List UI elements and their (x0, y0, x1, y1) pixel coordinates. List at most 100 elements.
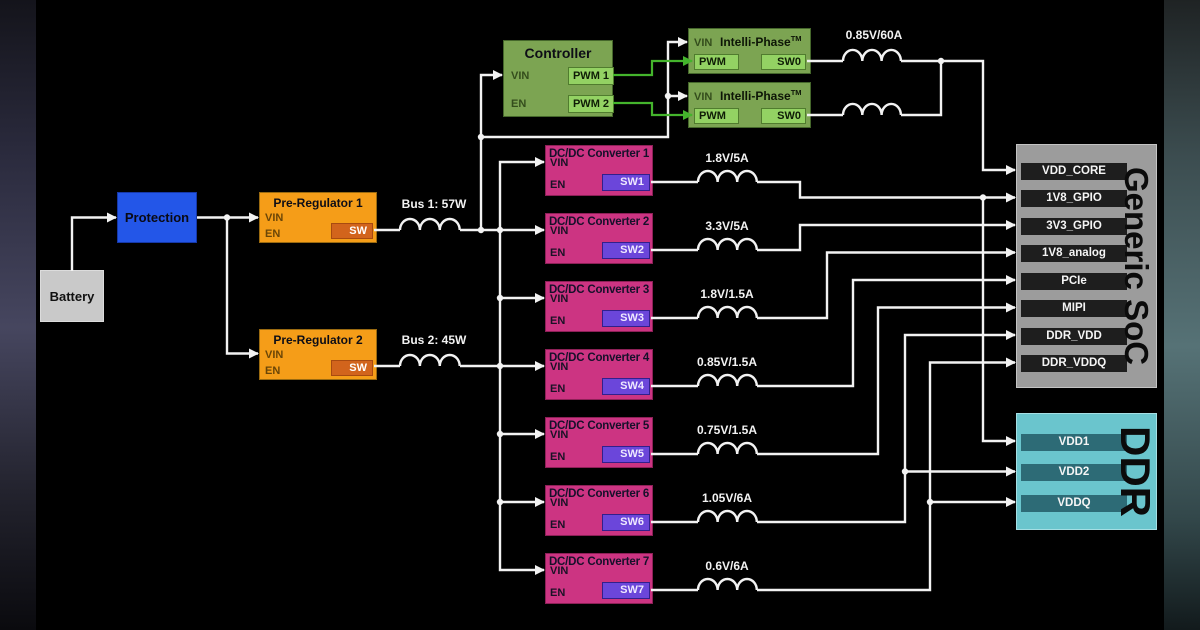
pre-regulator-2-vin-pin: VIN (265, 349, 284, 361)
intelli-phase-2-title: Intelli-PhaseTM (720, 88, 802, 103)
converter-3-output-label: 1.8V/1.5A (700, 287, 754, 301)
ddr-rail-vdd2: VDD2 (1021, 464, 1127, 481)
dcdc-converter-2-block: DC/DC Converter 2 VIN EN SW2 (545, 213, 653, 264)
inductor-phase1 (841, 48, 903, 62)
dcdc-converter-2-sw-pin: SW2 (602, 242, 650, 259)
dcdc-converter-4-sw-pin: SW4 (602, 378, 650, 395)
controller-vin-pin: VIN (511, 70, 530, 82)
pre-regulator-1-sw-pin: SW (331, 223, 373, 239)
soc-rail-vdd-core: VDD_CORE (1021, 162, 1127, 180)
dcdc-converter-5-block: DC/DC Converter 5 VIN EN SW5 (545, 417, 653, 468)
converter-5-output-label: 0.75V/1.5A (696, 423, 758, 437)
dcdc-converter-4-vin-pin: VIN (550, 361, 569, 373)
inductor-bus2 (398, 353, 461, 367)
soc-rail-pcie: PCIe (1021, 272, 1127, 290)
generic-soc-title: Generic SoC (1118, 166, 1155, 366)
dcdc-converter-6-en-pin: EN (550, 519, 566, 531)
battery-label: Battery (49, 288, 95, 304)
dcdc-converter-4-block: DC/DC Converter 4 VIN EN SW4 (545, 349, 653, 400)
soc-rail-1v8-gpio: 1V8_GPIO (1021, 190, 1127, 207)
dcdc-converter-3-vin-pin: VIN (550, 293, 569, 305)
intelli-phase-2-sw0-pin: SW0 (761, 108, 806, 124)
soc-rail-1v8-analog: 1V8_analog (1021, 245, 1127, 262)
converter-2-output-label: 3.3V/5A (705, 219, 749, 233)
dcdc-converter-2-vin-pin: VIN (550, 225, 569, 237)
soc-rail-3v3-gpio: 3V3_GPIO (1021, 217, 1127, 235)
intelli-phase-1-pwm-pin: PWM (694, 54, 739, 70)
converter-6-output-label: 1.05V/6A (701, 491, 753, 505)
inductor-phase2 (841, 102, 903, 116)
protection-block: Protection (117, 192, 197, 243)
pre-regulator-2-sw-pin: SW (331, 360, 373, 376)
battery-block: Battery (40, 270, 104, 322)
pre-regulator-1-en-pin: EN (265, 228, 281, 240)
dcdc-converter-5-vin-pin: VIN (550, 429, 569, 441)
controller-pwm1-pin: PWM 1 (568, 67, 614, 85)
pre-regulator-2-block: Pre-Regulator 2 VIN EN SW (259, 329, 377, 380)
intelli-phase-2-vin-pin: VIN (694, 91, 713, 103)
power-wires (70, 37, 1016, 592)
inductor-bus1 (398, 217, 461, 231)
pre-regulator-2-en-pin: EN (265, 365, 281, 377)
dcdc-converter-4-en-pin: EN (550, 383, 566, 395)
dcdc-converter-3-block: DC/DC Converter 3 VIN EN SW3 (545, 281, 653, 332)
dcdc-converter-6-vin-pin: VIN (550, 497, 569, 509)
intelli-phase-2-pwm-pin: PWM (694, 108, 739, 124)
ddr-title: DDR (1112, 426, 1159, 517)
dcdc-converter-1-block: DC/DC Converter 1 VIN EN SW1 (545, 145, 653, 196)
generic-soc-block: VDD_CORE 1V8_GPIO 3V3_GPIO 1V8_analog PC… (1016, 144, 1157, 388)
pwm-wires (613, 56, 693, 120)
controller-en-pin: EN (511, 98, 527, 110)
bus2-power-label: Bus 2: 45W (401, 333, 467, 347)
inductor-converter-7 (696, 577, 758, 591)
intelli-phase-1-vin-pin: VIN (694, 37, 713, 49)
dcdc-converter-7-title: DC/DC Converter 7 (548, 556, 650, 568)
inductor-converter-1 (696, 169, 758, 183)
intelli-phase-2-block: VIN Intelli-PhaseTM PWM SW0 (688, 82, 811, 128)
dcdc-converter-3-sw-pin: SW3 (602, 310, 650, 327)
inductor-converter-6 (696, 509, 758, 523)
ddr-rail-vdd1: VDD1 (1021, 433, 1127, 451)
dcdc-converter-1-sw-pin: SW1 (602, 174, 650, 191)
dcdc-converter-6-block: DC/DC Converter 6 VIN EN SW6 (545, 485, 653, 536)
pre-regulator-1-block: Pre-Regulator 1 VIN EN SW (259, 192, 377, 243)
soc-rail-ddr-vddq: DDR_VDDQ (1021, 355, 1127, 372)
dcdc-converter-6-title: DC/DC Converter 6 (548, 488, 650, 500)
ddr-rail-vddq: VDDQ (1021, 494, 1127, 512)
intelli-phase-1-sw0-pin: SW0 (761, 54, 806, 70)
dcdc-converter-7-vin-pin: VIN (550, 565, 569, 577)
dcdc-converter-7-sw-pin: SW7 (602, 582, 650, 599)
dcdc-converter-7-block: DC/DC Converter 7 VIN EN SW7 (545, 553, 653, 604)
intelli-phase-1-title: Intelli-PhaseTM (720, 34, 802, 49)
pre-regulator-1-title: Pre-Regulator 1 (273, 196, 363, 210)
converter-4-output-label: 0.85V/1.5A (696, 355, 758, 369)
pre-regulator-1-vin-pin: VIN (265, 212, 284, 224)
dcdc-converter-5-sw-pin: SW5 (602, 446, 650, 463)
background-gradient-right (1164, 0, 1200, 630)
dcdc-converter-2-title: DC/DC Converter 2 (548, 216, 650, 228)
dcdc-converter-1-en-pin: EN (550, 179, 566, 191)
background-gradient-left (0, 0, 36, 630)
soc-rail-ddr-vdd: DDR_VDD (1021, 327, 1127, 345)
controller-block: Controller VIN EN PWM 1 PWM 2 (503, 40, 614, 117)
pre-regulator-2-title: Pre-Regulator 2 (273, 333, 363, 347)
inductor-converter-5 (696, 441, 758, 455)
inductor-converter-3 (696, 305, 758, 319)
ddr-block: VDD1 VDD2 VDDQ DDR (1016, 413, 1159, 530)
phase-output-label: 0.85V/60A (845, 28, 903, 42)
dcdc-converter-1-title: DC/DC Converter 1 (548, 148, 650, 160)
converter-1-output-label: 1.8V/5A (705, 151, 749, 165)
dcdc-converter-6-sw-pin: SW6 (602, 514, 650, 531)
dcdc-converter-5-en-pin: EN (550, 451, 566, 463)
controller-title: Controller (524, 45, 592, 61)
inductor-converter-2 (696, 237, 758, 251)
intelli-phase-1-block: VIN Intelli-PhaseTM PWM SW0 (688, 28, 811, 74)
dcdc-converter-3-en-pin: EN (550, 315, 566, 327)
dcdc-converter-3-title: DC/DC Converter 3 (548, 284, 650, 296)
soc-rail-mipi: MIPI (1021, 300, 1127, 317)
converter-7-output-label: 0.6V/6A (705, 559, 749, 573)
dcdc-converter-5-title: DC/DC Converter 5 (548, 420, 650, 432)
controller-pwm2-pin: PWM 2 (568, 95, 614, 113)
dcdc-converter-2-en-pin: EN (550, 247, 566, 259)
